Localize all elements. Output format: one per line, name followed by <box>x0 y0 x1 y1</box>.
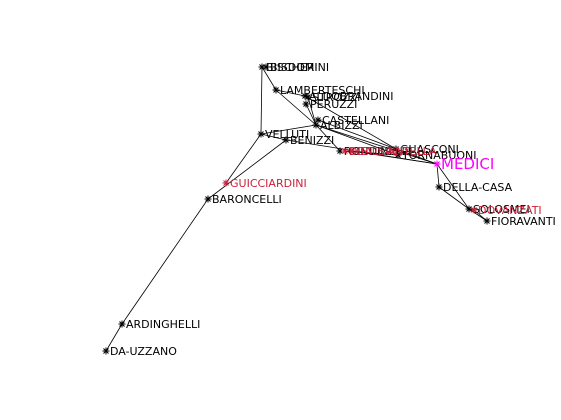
node-della_casa: DELLA-CASA <box>435 181 513 194</box>
node-label-dovanzati: DOVANZATI <box>478 204 542 217</box>
node-marker-lamberteschi <box>272 86 280 94</box>
node-label-aldobrandini: ALDOBRANDINI <box>309 90 393 103</box>
node-lamberteschi: LAMBERTESCHI <box>272 84 365 97</box>
edge-aldobrandini-guasconi <box>304 95 397 150</box>
node-label-benizzi: BENIZZI <box>290 134 334 147</box>
node-marker-rondinelli <box>336 147 344 155</box>
node-label-fioravanti: FIORAVANTI <box>491 215 556 228</box>
node-marker-dietisalvi <box>341 147 349 155</box>
node-peruzzi: PERUZZI <box>302 98 357 111</box>
node-label-medici: MEDICI <box>441 155 494 173</box>
node-label-strozzi: STROZZI <box>312 91 360 104</box>
node-marker-albizzi <box>312 121 320 129</box>
node-label-lamberteschi: LAMBERTESCHI <box>280 84 365 97</box>
node-solosmei: SOLOSMEI <box>465 203 530 216</box>
node-marker-guicciardini <box>222 179 230 187</box>
node-strozzi: STROZZI <box>304 91 360 104</box>
node-bisdomini: BISDOMINI <box>262 61 329 74</box>
node-marker-castellani <box>314 116 322 124</box>
node-marker-fioravanti <box>483 217 491 225</box>
node-medici: MEDICI <box>433 155 494 173</box>
edge-benizzi-baroncelli <box>207 139 287 200</box>
node-bischeri: BISCHERI <box>258 61 318 74</box>
edge-medici-solosmei <box>436 163 470 210</box>
node-baroncelli: BARONCELLI <box>204 193 282 206</box>
node-marker-solosmei <box>465 205 473 213</box>
node-velluti: VELLUTI <box>257 128 309 141</box>
node-label-peruzzi: PERUZZI <box>310 98 357 111</box>
node-label-bischeri: BISCHERI <box>266 61 318 74</box>
node-marker-aldobrandini <box>301 92 309 100</box>
node-marker-guasconi <box>392 145 400 153</box>
node-label-albizzi: ALBIZZI <box>320 119 363 132</box>
node-label-bisdomini: BISDOMINI <box>270 61 329 74</box>
node-ardinghelli: ARDINGHELLI <box>118 318 200 331</box>
node-da_uzzano: DA-UZZANO <box>102 345 177 358</box>
node-marker-bischeri <box>258 63 266 71</box>
node-benizzi: BENIZZI <box>282 134 334 147</box>
edge-bischeri-velluti <box>260 66 263 135</box>
node-marker-dallanatta <box>348 147 356 155</box>
edge-ardinghelli-da_uzzano <box>105 323 123 352</box>
edge-solosmei-fioravanti <box>468 208 488 222</box>
edge-velluti-albizzi <box>260 124 317 135</box>
node-marker-bisdomini <box>262 63 270 71</box>
edge-castellani-guasconi <box>317 119 397 150</box>
node-label-rondinelli: RONDINELLI <box>344 145 411 158</box>
node-label-castellani: CASTELLANI <box>322 114 389 127</box>
node-marker-benizzi <box>282 136 290 144</box>
node-marker-peruzzi <box>302 100 310 108</box>
node-marker-strozzi <box>304 93 312 101</box>
node-marker-medici <box>433 160 441 168</box>
node-fioravanti: FIORAVANTI <box>483 215 556 228</box>
node-label-dietisalvi: DIETISALVI <box>349 145 408 158</box>
node-marker-tornabuoni <box>394 151 402 159</box>
edge-guasconi-medici <box>395 148 438 165</box>
edges-layer <box>105 66 488 352</box>
node-marker-della_casa <box>435 183 443 191</box>
edge-albizzi-tornabuoni <box>315 124 399 156</box>
edge-peruzzi-albizzi <box>305 103 317 126</box>
edge-dallanatta-medici <box>351 150 438 165</box>
node-label-ardinghelli: ARDINGHELLI <box>126 318 200 331</box>
node-label-della_casa: DELLA-CASA <box>443 181 513 194</box>
edge-della_casa-solosmei <box>438 186 470 210</box>
edge-medici-della_casa <box>436 163 440 188</box>
node-dallanatta: DALL'ANTELLA <box>348 145 437 158</box>
node-guicciardini: GUICCIARDINI <box>222 177 307 190</box>
edge-velluti-benizzi <box>260 133 287 141</box>
node-marker-ardinghelli <box>118 320 126 328</box>
node-dietisalvi: DIETISALVI <box>341 145 408 158</box>
node-label-tornabuoni: TORNABUONI <box>401 149 477 162</box>
node-label-guasconi: GUASCONI <box>400 143 459 156</box>
node-label-da_uzzano: DA-UZZANO <box>110 345 177 358</box>
node-label-solosmei: SOLOSMEI <box>473 203 530 216</box>
node-marker-da_uzzano <box>102 347 110 355</box>
node-guasconi: GUASCONI <box>392 143 459 156</box>
edge-lamberteschi-aldobrandini <box>275 89 306 97</box>
edge-albizzi-rondinelli <box>315 124 341 152</box>
node-tornabuoni: TORNABUONI <box>394 149 477 162</box>
node-rondinelli: RONDINELLI <box>336 145 411 158</box>
node-marker-velluti <box>257 130 265 138</box>
node-albizzi: ALBIZZI <box>312 119 363 132</box>
node-label-velluti: VELLUTI <box>265 128 309 141</box>
edge-albizzi-medici <box>315 124 438 165</box>
node-marker-baroncelli <box>204 195 212 203</box>
node-label-baroncelli: BARONCELLI <box>212 193 282 206</box>
edge-bischeri-lamberteschi <box>261 66 277 91</box>
edge-velluti-guicciardini <box>225 133 262 184</box>
edge-lamberteschi-albizzi <box>275 89 317 126</box>
edge-baroncelli-ardinghelli <box>121 198 209 325</box>
node-dovanzati: DOVANZATI <box>470 204 542 217</box>
node-aldobrandini: ALDOBRANDINI <box>301 90 393 103</box>
node-marker-dovanzati <box>470 206 478 214</box>
node-castellani: CASTELLANI <box>314 114 389 127</box>
node-label-guicciardini: GUICCIARDINI <box>230 177 307 190</box>
node-label-dallanatta: DALL'ANTELLA <box>356 145 437 158</box>
